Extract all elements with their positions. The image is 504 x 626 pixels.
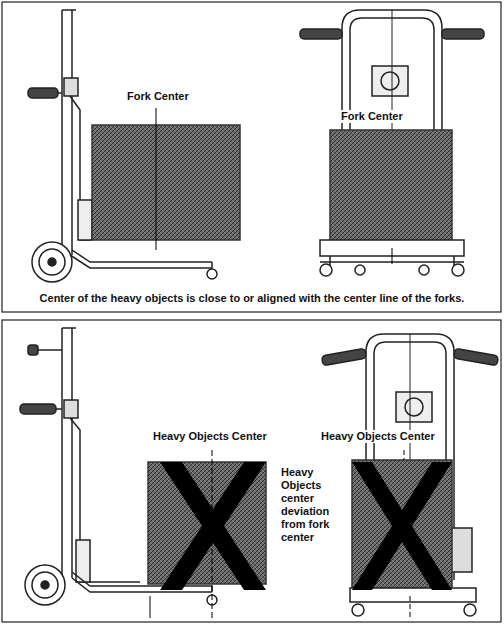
caption-note: Center of the heavy objects is close to … [40, 292, 465, 305]
deviation-note: Heavy Objects center deviation from fork… [280, 466, 348, 544]
heavy-objects-center-label: Heavy Objects Center [152, 430, 268, 443]
fork-center-label: Fork Center [340, 110, 404, 123]
fork-center-label: Fork Center [126, 90, 190, 103]
heavy-objects-center-label: Heavy Objects Center [320, 430, 436, 443]
